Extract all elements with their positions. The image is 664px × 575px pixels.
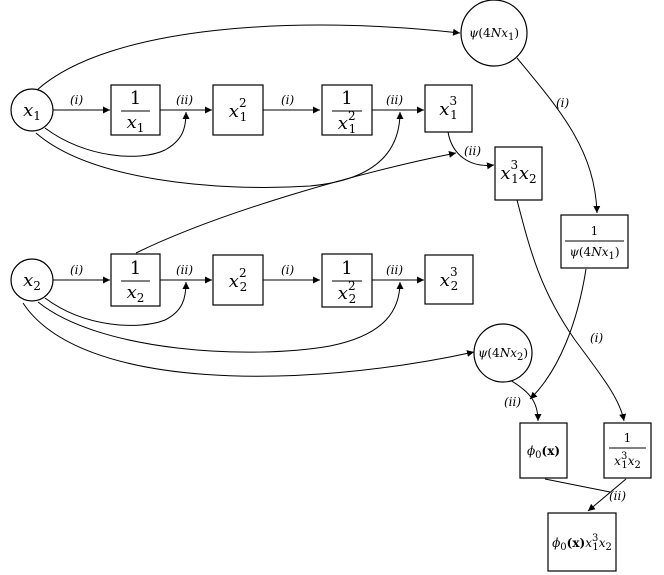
svg-text:1: 1 [341,88,352,109]
svg-text:ϕ0(x): ϕ0(x) [527,444,560,461]
edge-x2-to-x2-sq-curve [44,281,190,326]
edge-x2-to-x2-cube-curve [37,281,404,353]
svg-text:x21: x21 [229,96,247,124]
edge-label: (ii) [176,93,193,107]
edge-label: (ii) [609,489,626,503]
edge-label: (ii) [464,144,481,158]
node-x1: x1 [10,88,54,132]
edge-label: (ii) [176,263,193,277]
edge-x1-cube-to-product [447,131,495,170]
svg-text:1: 1 [130,88,141,109]
svg-text:x1: x1 [127,112,145,135]
svg-text:x21: x21 [338,109,356,136]
edge-label: (i) [281,263,295,277]
node-psi-x2: ψ(4Nx2) [473,323,533,383]
edge-label: (ii) [386,93,403,107]
edge-label: (ii) [386,263,403,277]
node-inv-x2: 1 x2 [110,253,161,307]
svg-text:x22: x22 [229,266,247,294]
svg-text:x32: x32 [440,265,458,293]
svg-text:x1: x1 [23,100,41,123]
edge-label: (i) [556,96,570,110]
edge-inv-product-to-result [587,478,627,512]
node-inv-x1: 1 x1 [110,84,161,136]
node-psi-x1: ψ(4Nx1) [460,0,528,67]
edge-x2-to-psi2 [22,302,475,377]
edge-x1-to-x1-sq-curve [44,111,190,157]
svg-text:x2: x2 [127,282,145,305]
edge-label: (i) [281,93,295,107]
edge-label: (ii) [504,395,521,409]
node-phi0: ϕ0(x) [519,422,568,479]
edges [22,24,627,512]
svg-text:x2: x2 [23,270,41,293]
node-inv-psi-x1: 1 ψ(4Nx1) [560,214,629,269]
edge-phi0-to-result [544,478,611,493]
svg-text:1: 1 [591,224,599,238]
edge-x1-to-psi1 [36,24,461,91]
edge-psi1-to-inv-psi1 [516,57,601,214]
svg-text:1: 1 [624,431,632,445]
edge-labels: (i) (ii) (i) (ii) (i) (ii) (i) (ii) (ii)… [70,93,626,503]
node-x2: x2 [10,258,54,302]
svg-text:x22: x22 [338,279,356,306]
edge-x1-to-x1-cube-curve [35,111,404,188]
edge-inv-psi1-to-phi0 [529,268,587,400]
svg-text:ψ(4Nx2): ψ(4Nx2) [478,346,528,363]
edge-label: (i) [70,93,84,107]
edge-label: (i) [590,331,604,345]
svg-text:1: 1 [341,258,352,279]
svg-text:ψ(4Nx1): ψ(4Nx1) [469,26,519,43]
edge-inv-x1-to-product [135,150,457,254]
edge-psi2-to-phi0 [509,379,542,422]
svg-text:x31: x31 [439,94,457,122]
edge-label: (i) [70,263,84,277]
svg-text:ψ(4Nx1): ψ(4Nx1) [569,245,619,262]
edge-product-to-inv-product [516,199,627,422]
svg-text:1: 1 [130,258,141,279]
